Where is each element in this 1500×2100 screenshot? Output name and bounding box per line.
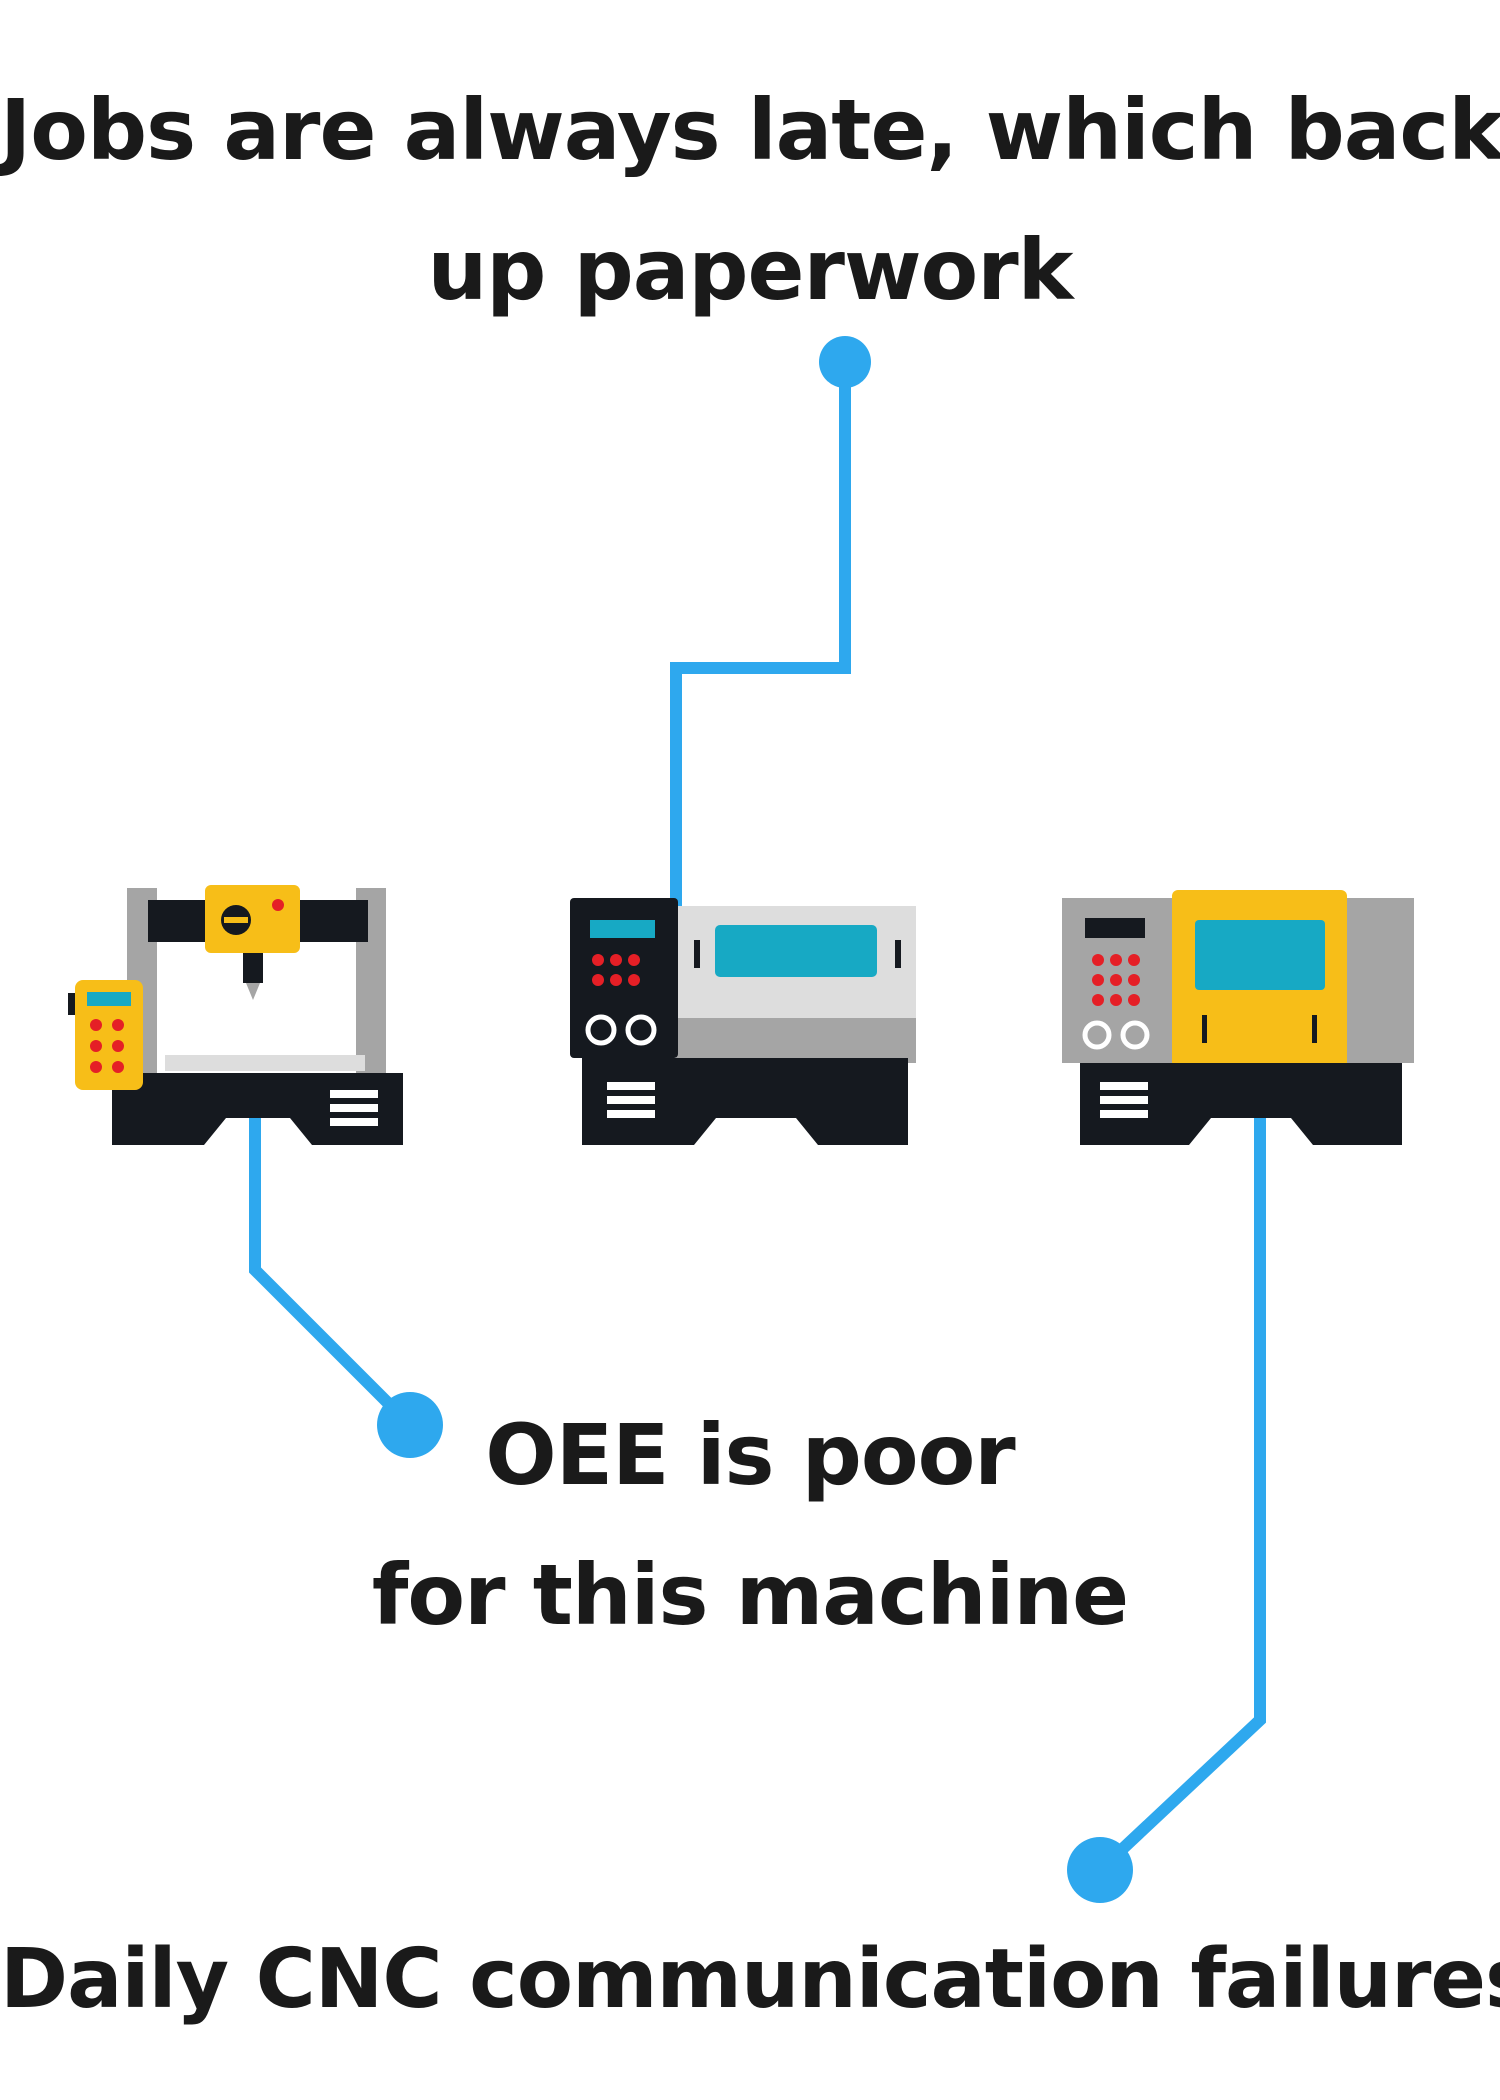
label-oee-poor: OEE is poor for this machine (300, 1385, 1200, 1665)
connector-bottom (1067, 1110, 1266, 1903)
connector-top (670, 336, 871, 930)
label-oee-poor-line1: OEE is poor (485, 1406, 1015, 1504)
label-communication-failures: Daily CNC communication failures (0, 1932, 1500, 2027)
label-late-jobs: Jobs are always late, which backs up pap… (0, 60, 1500, 340)
cnc-lathe-icon (570, 898, 916, 1145)
label-oee-poor-line2: for this machine (371, 1546, 1129, 1644)
label-late-jobs-line2: up paperwork (427, 221, 1073, 319)
cnc-lathe-yellow-icon (1062, 890, 1414, 1145)
connector-mid (249, 1110, 443, 1458)
cnc-router-icon (68, 885, 403, 1145)
label-late-jobs-line1: Jobs are always late, which backs (0, 81, 1500, 179)
